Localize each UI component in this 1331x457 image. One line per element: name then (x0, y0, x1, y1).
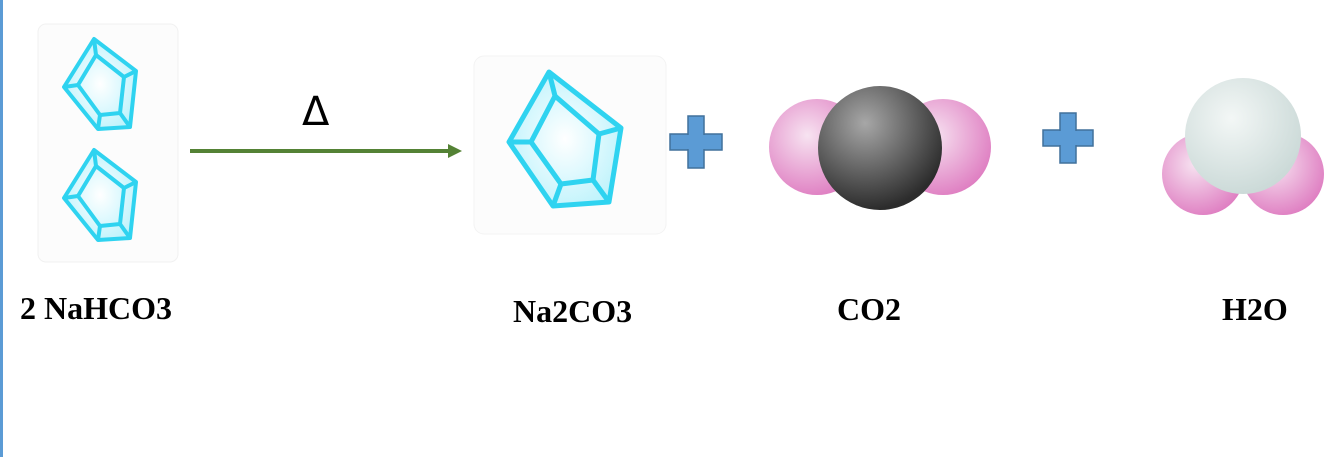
product-label-h2o: H2O (1222, 293, 1288, 325)
product-label-na2co3: Na2CO3 (513, 295, 632, 327)
product-label-co2: CO2 (837, 293, 901, 325)
product-formula-pre: H (1222, 291, 1247, 327)
co2-molecule-icon (769, 86, 991, 210)
product-formula-post: O (1262, 291, 1288, 327)
product-formula: CO (837, 291, 885, 327)
reactant-formula: NaHCO (44, 290, 156, 326)
oxygen-atom-center (1185, 78, 1301, 194)
product-formula: Na2CO (513, 293, 617, 329)
product-subscript: 2 (1246, 291, 1263, 327)
plus-icon (1042, 112, 1094, 164)
reactant-coefficient: 2 (20, 290, 44, 326)
reactant-crystals (37, 23, 179, 263)
reactant-subscript: 3 (156, 290, 172, 326)
reaction-condition-heat: Δ (302, 89, 330, 135)
crystal-icon (506, 69, 624, 209)
product-subscript: 2 (885, 291, 901, 327)
crystal-icon (62, 148, 138, 242)
reactant-label: 2 NaHCO3 (20, 292, 172, 324)
product-crystal (473, 55, 667, 235)
product-subscript: 3 (616, 293, 633, 329)
plus-icon (669, 115, 723, 169)
left-border (0, 0, 3, 457)
crystal-icon (62, 37, 138, 131)
arrow-right-icon (190, 144, 462, 158)
h2o-molecule-icon (1162, 78, 1324, 215)
carbon-atom (818, 86, 942, 210)
